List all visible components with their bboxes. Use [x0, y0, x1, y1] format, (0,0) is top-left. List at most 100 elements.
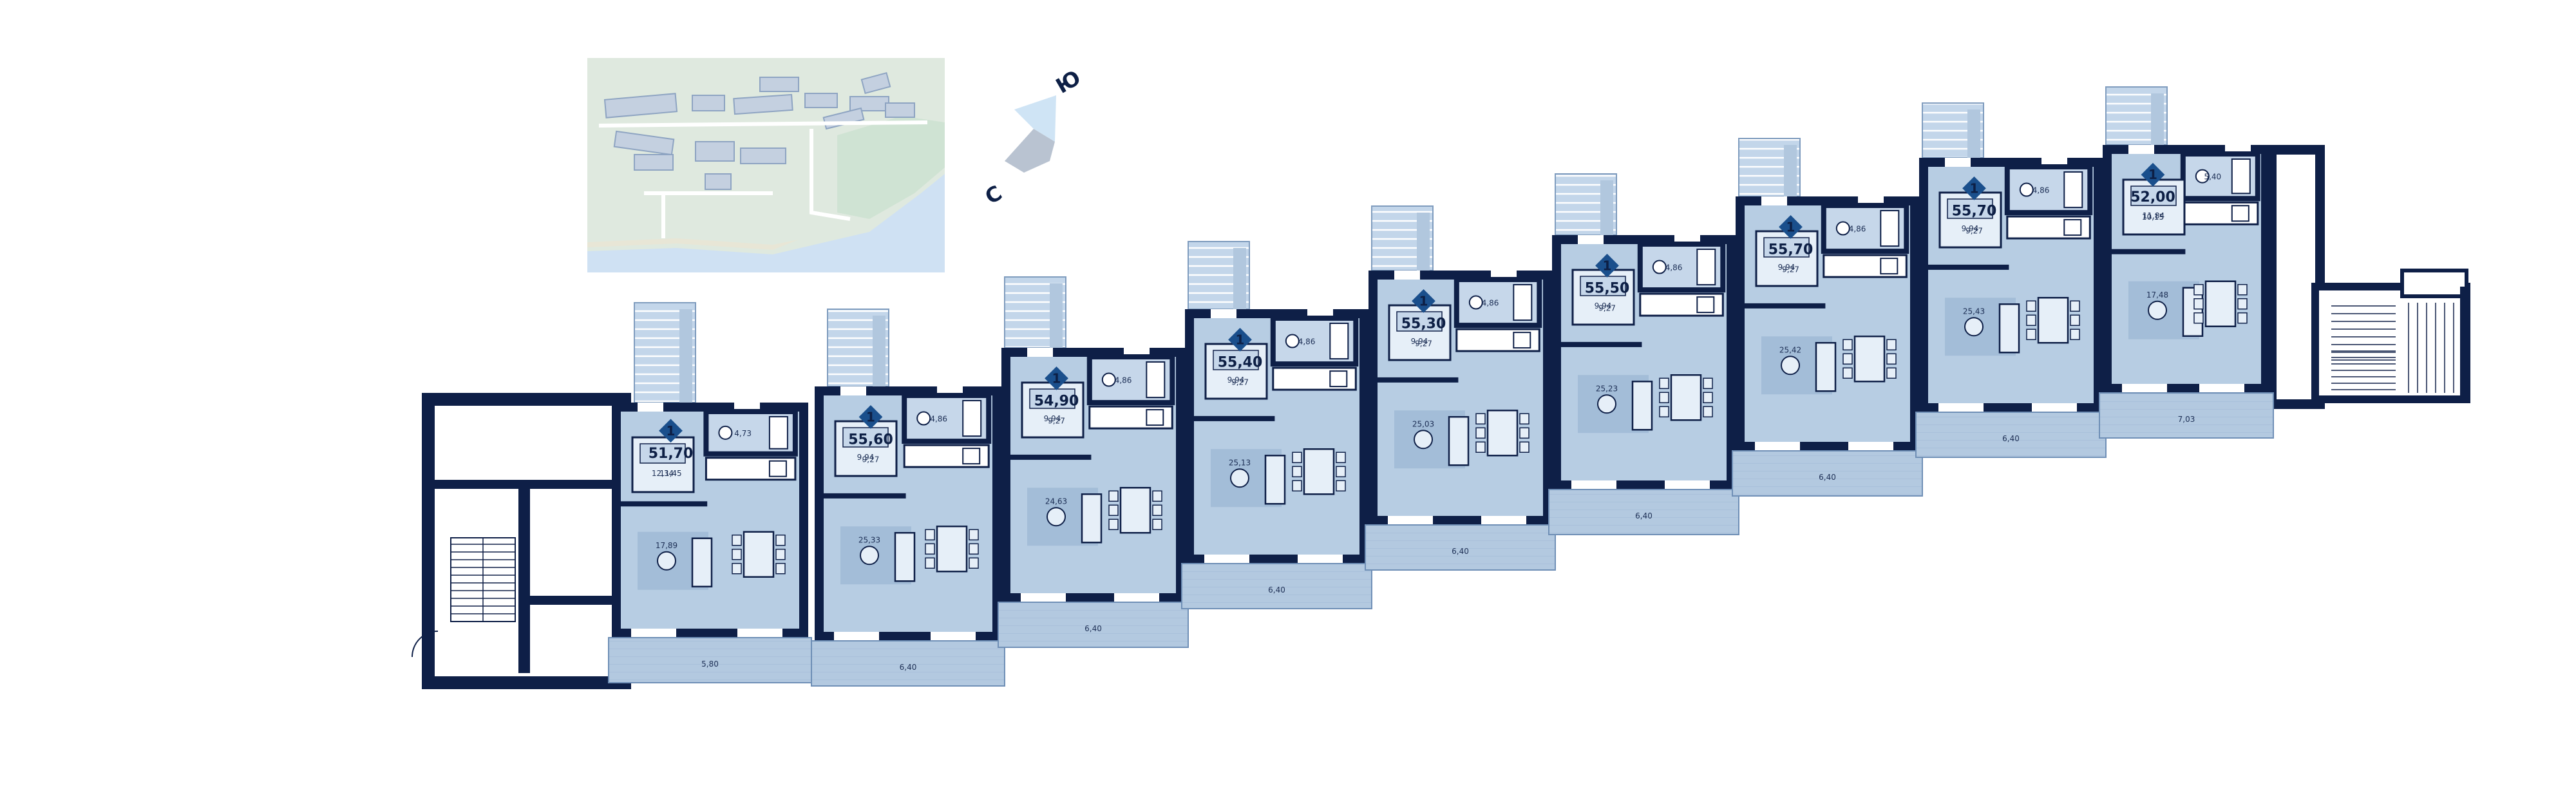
bathroom-area: 4,86	[2032, 186, 2050, 195]
apartment-tag: 155,709,27	[1952, 176, 1996, 235]
partition-wall	[1928, 264, 2009, 270]
window	[1848, 442, 1893, 451]
balcony	[1181, 563, 1372, 609]
balcony-area: 5,80	[701, 660, 719, 669]
roof-terrace-rail	[1417, 213, 1430, 271]
toilet	[718, 425, 733, 440]
balcony	[1732, 450, 1923, 497]
coffee-table	[2148, 300, 2167, 320]
chair	[2193, 298, 2204, 310]
sofa	[1998, 303, 2020, 354]
stair-wall-center	[518, 486, 530, 673]
roof-terrace-rail	[1050, 283, 1063, 348]
rooms-count: 1	[667, 423, 676, 439]
window	[2032, 403, 2077, 412]
balcony-area: 6,40	[2002, 434, 2020, 443]
partition-wall	[1010, 454, 1092, 460]
chair	[732, 535, 742, 546]
pillow	[2130, 185, 2177, 206]
rooms-diamond	[1962, 176, 1986, 200]
coffee-table	[1230, 468, 1249, 488]
bedroom-area: 9,94	[1044, 414, 1061, 423]
chair	[1336, 480, 1346, 491]
chair	[1886, 353, 1897, 365]
chair	[2193, 312, 2204, 324]
roof-terrace-rail	[1967, 109, 1980, 158]
partition-wall	[1378, 377, 1459, 383]
site-map-beach	[587, 238, 799, 250]
rooms-count: 1	[1786, 219, 1795, 234]
compass: Ю С	[981, 65, 1085, 209]
chair	[969, 557, 979, 569]
compass-south-label: Ю	[1052, 65, 1085, 99]
dining-table	[743, 531, 775, 578]
partition-wall	[621, 501, 708, 507]
chair	[1886, 367, 1897, 379]
chair	[1659, 392, 1669, 403]
rooms-diamond	[1595, 254, 1619, 278]
balcony	[1365, 524, 1556, 571]
chair	[1703, 377, 1713, 389]
coffee-table	[860, 546, 879, 566]
roof-terrace-rail	[1233, 248, 1246, 309]
window	[1945, 158, 1971, 167]
apartment-tag: 155,709,27	[1768, 215, 1813, 274]
pillow	[639, 443, 686, 464]
chair	[1292, 452, 1302, 463]
window	[840, 386, 866, 395]
dining-table	[1303, 448, 1335, 495]
chair	[925, 529, 935, 540]
window	[1211, 309, 1236, 318]
chair	[1659, 406, 1669, 417]
sofa	[1081, 493, 1103, 544]
rooms-diamond	[1779, 215, 1803, 239]
dining-table	[1853, 336, 1886, 383]
bathroom-area: 4,86	[1298, 337, 1316, 347]
balcony	[1548, 489, 1739, 535]
partition-wall	[824, 493, 906, 499]
rooms-diamond	[1228, 328, 1252, 352]
bathroom-area: 5,40	[2204, 173, 2221, 182]
chair	[2070, 314, 2080, 326]
bathtub	[1696, 249, 1716, 286]
bathtub	[2063, 171, 2083, 209]
stove	[1696, 296, 1715, 314]
balcony-area: 6,40	[1635, 511, 1653, 520]
rooms-count: 1	[1603, 258, 1612, 273]
coffee-table	[1964, 317, 1984, 337]
hall-area: 9,27	[1782, 265, 1799, 274]
chair	[1659, 377, 1669, 389]
chair	[775, 563, 786, 575]
bathtub	[962, 400, 982, 437]
apartment-area: 55,60	[848, 432, 893, 448]
partition-wall	[2112, 249, 2186, 254]
kitchen-living-area: 25,03	[1412, 419, 1434, 428]
window	[631, 629, 676, 638]
bedroom-area: 9,94	[857, 453, 875, 462]
window	[1298, 555, 1343, 564]
roof-terrace-rail	[2151, 93, 2164, 145]
sofa	[2182, 287, 2204, 337]
balcony	[998, 602, 1189, 648]
chair	[2237, 298, 2248, 310]
pillow	[1580, 276, 1626, 296]
apartment-area: 55,50	[1585, 280, 1630, 296]
chair	[925, 543, 935, 555]
stove	[2063, 219, 2082, 236]
stair-right-inner	[2277, 155, 2315, 399]
chair	[1475, 413, 1486, 424]
hall-area: 9,27	[1965, 226, 1983, 235]
chair	[1475, 427, 1486, 439]
coffee-table	[657, 551, 676, 571]
chair	[1519, 441, 1530, 453]
